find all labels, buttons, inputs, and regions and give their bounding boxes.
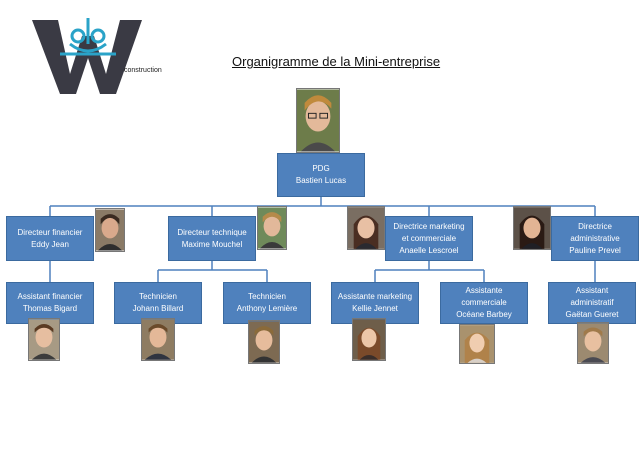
page-title: Organigramme de la Mini-entreprise	[232, 54, 441, 69]
node-technicien-2: Technicien Anthony Lemière	[223, 282, 311, 324]
photo-directrice-administrative	[513, 206, 551, 250]
photo-assistante-commerciale	[459, 324, 495, 364]
photo-assistant-administratif	[577, 322, 609, 364]
role-label: administrative	[570, 233, 620, 243]
person-name: Bastien Lucas	[295, 176, 347, 185]
person-name: Anaelle Lescroel	[399, 245, 459, 255]
role-label: PDG	[312, 164, 330, 173]
person-name: Anthony Lemière	[236, 304, 298, 313]
role-label: Directrice marketing	[393, 221, 465, 231]
role-label: Assistant	[575, 286, 609, 295]
person-name: Gaëtan Gueret	[565, 310, 619, 319]
person-name: Eddy Jean	[31, 239, 69, 249]
photo-technicien-1	[141, 318, 175, 361]
node-pdg: PDG Bastien Lucas	[277, 153, 365, 197]
role-label: Assistante	[465, 286, 503, 295]
person-name: Maxime Mouchel	[181, 239, 243, 249]
node-directeur-technique: Directeur technique Maxime Mouchel	[168, 216, 256, 261]
role-label: administratif	[570, 298, 614, 307]
role-label: Directrice	[578, 221, 612, 231]
company-logo	[32, 18, 142, 94]
photo-directrice-marketing	[347, 206, 385, 250]
photo-assistante-marketing	[352, 318, 386, 361]
node-directeur-financier: Directeur financier Eddy Jean	[6, 216, 94, 261]
role-label: Directeur technique	[177, 227, 247, 237]
person-name: Océane Barbey	[456, 310, 512, 319]
node-directrice-administrative: Directrice administrative Pauline Prevel	[551, 216, 639, 261]
node-assistant-administratif: Assistant administratif Gaëtan Gueret	[548, 282, 636, 324]
role-label: Technicien	[139, 292, 177, 301]
photo-assistant-financier	[28, 318, 60, 361]
photo-directeur-technique	[257, 206, 287, 250]
person-name: Pauline Prevel	[569, 245, 621, 255]
photo-technicien-2	[248, 320, 280, 364]
photo-pdg	[296, 88, 340, 153]
node-assistante-marketing: Assistante marketing Kellie Jennet	[331, 282, 419, 324]
person-name: Johann Billard	[132, 304, 184, 313]
role-label: Technicien	[248, 292, 286, 301]
role-label: et commerciale	[401, 233, 457, 243]
node-assistant-financier: Assistant financier Thomas Bigard	[6, 282, 94, 324]
person-name: Thomas Bigard	[22, 304, 78, 313]
role-label: Assistant financier	[17, 292, 83, 301]
role-label: commerciale	[461, 298, 507, 307]
node-directrice-marketing: Directrice marketing et commerciale Anae…	[385, 216, 473, 261]
role-label: Directeur financier	[17, 227, 83, 237]
role-label: Assistante marketing	[337, 292, 413, 301]
person-name: Kellie Jennet	[352, 304, 398, 313]
node-assistante-commerciale: Assistante commerciale Océane Barbey	[440, 282, 528, 324]
logo-caption: construction	[124, 67, 162, 74]
photo-directeur-financier	[95, 208, 125, 252]
